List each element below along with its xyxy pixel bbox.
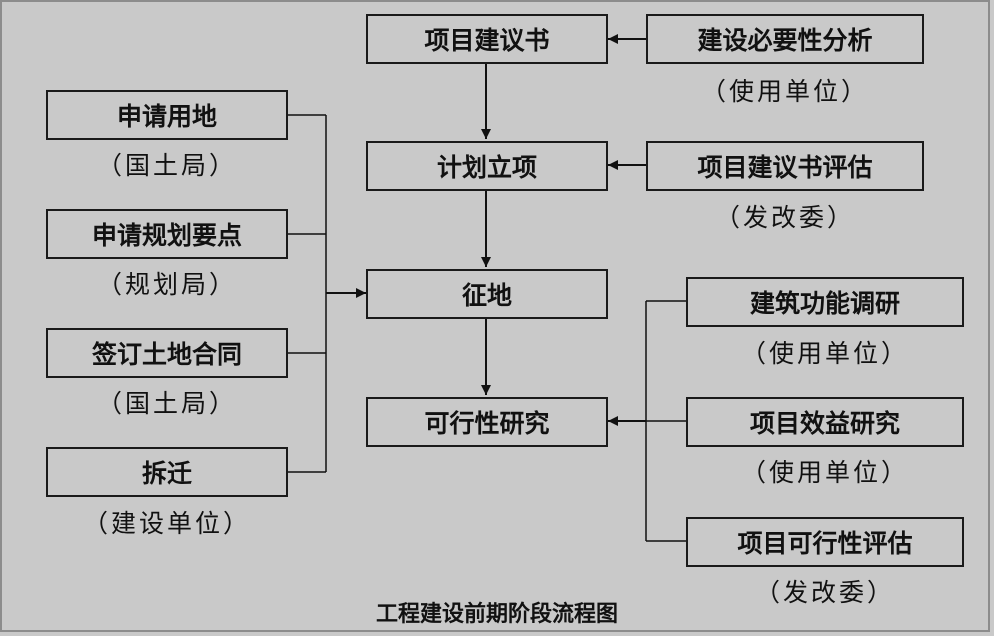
main-step-proposal: 项目建议书 (366, 14, 608, 64)
right-agency-feasibility-evaluation: （发改委） (754, 578, 895, 607)
right-step-proposal-evaluation: 项目建议书评估 (646, 141, 924, 191)
right-step-benefit-research: 项目效益研究 (686, 397, 964, 447)
right-agency-necessity-analysis: （使用单位） (700, 77, 869, 106)
right-agency-benefit-research: （使用单位） (740, 458, 909, 487)
left-agency-apply-land: （国土局） (96, 151, 237, 180)
right-bracket (645, 300, 686, 542)
right-step-function-research: 建筑功能调研 (686, 277, 964, 327)
right-agency-function-research: （使用单位） (740, 339, 909, 368)
left-step-demolition: 拆迁 (46, 447, 288, 497)
left-step-apply-land: 申请用地 (46, 90, 288, 140)
left-bracket (288, 114, 327, 473)
left-agency-demolition: （建设单位） (82, 509, 251, 538)
main-step-land-acquisition: 征地 (366, 269, 608, 319)
right-step-necessity-analysis: 建设必要性分析 (646, 14, 924, 64)
left-step-apply-planning: 申请规划要点 (46, 209, 288, 259)
main-step-feasibility-study: 可行性研究 (366, 397, 608, 447)
left-agency-land-contract: （国土局） (96, 389, 237, 418)
right-agency-proposal-evaluation: （发改委） (714, 203, 855, 232)
main-step-approval: 计划立项 (366, 141, 608, 191)
diagram-title: 工程建设前期阶段流程图 (375, 602, 618, 627)
left-step-land-contract: 签订土地合同 (46, 328, 288, 378)
right-step-feasibility-evaluation: 项目可行性评估 (686, 517, 964, 567)
left-agency-apply-planning: （规划局） (96, 270, 237, 299)
